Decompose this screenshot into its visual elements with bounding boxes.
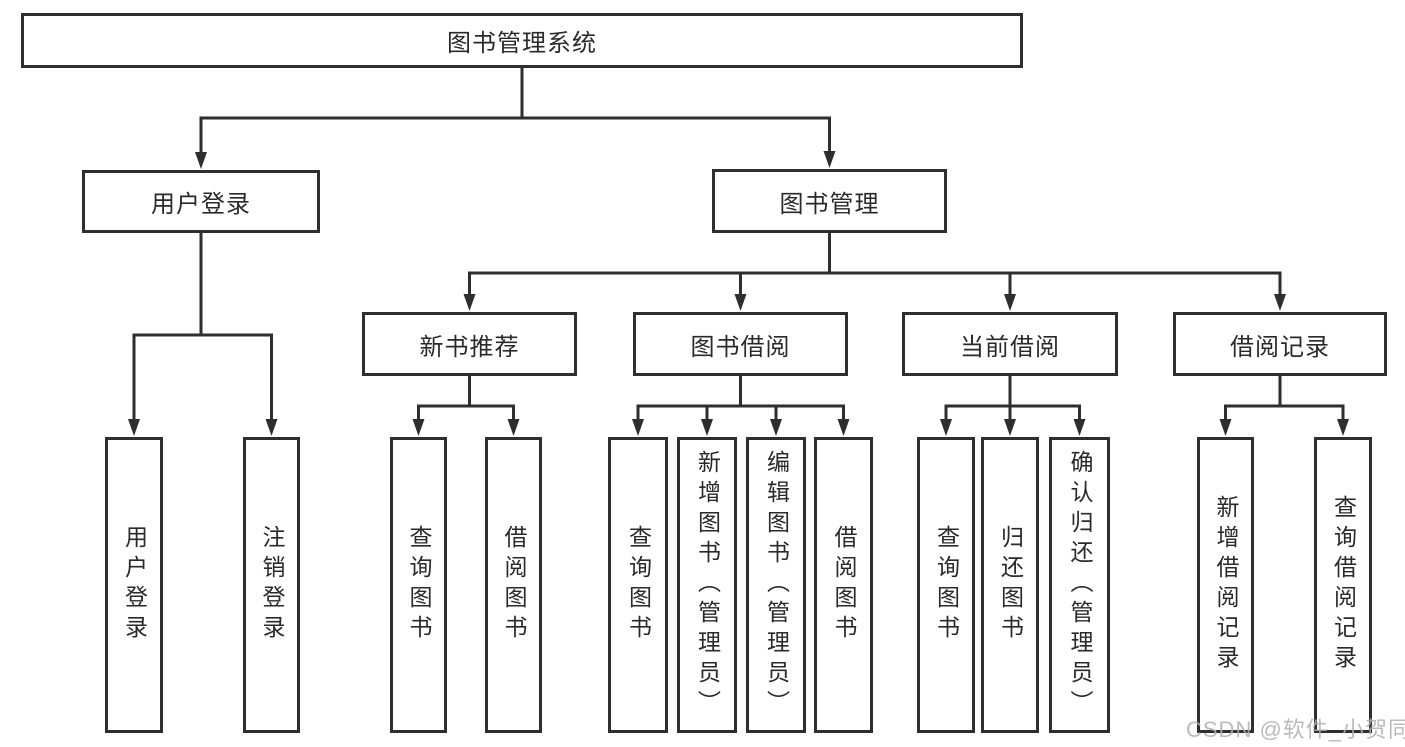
node-login-action: 用户登录 xyxy=(105,437,163,733)
node-bb-add-book: 新增图书（管理员） xyxy=(677,437,737,733)
node-rec-query-record: 查询借阅记录 xyxy=(1314,437,1372,733)
node-cb-confirm: 确认归还（管理员） xyxy=(1049,437,1110,733)
node-label-cb-return-book: 归还图书 xyxy=(997,525,1024,645)
node-current-borrow: 当前借阅 xyxy=(902,312,1118,376)
node-root: 图书管理系统 xyxy=(21,13,1023,68)
node-label-rec-add-record: 新增借阅记录 xyxy=(1213,495,1239,675)
node-cb-query-book: 查询图书 xyxy=(917,437,975,733)
node-rec-add-record: 新增借阅记录 xyxy=(1197,437,1254,733)
node-user-login: 用户登录 xyxy=(82,170,320,233)
node-label-bb-query-book: 查询图书 xyxy=(625,525,652,645)
node-label-bb-edit-book: 编辑图书（管理员） xyxy=(763,450,790,720)
node-borrow-records: 借阅记录 xyxy=(1173,312,1387,376)
node-logout-action: 注销登录 xyxy=(243,437,300,733)
node-label-logout-action: 注销登录 xyxy=(259,525,285,645)
node-label-rec-borrow-book: 借阅图书 xyxy=(501,525,527,645)
node-book-borrow: 图书借阅 xyxy=(633,312,848,376)
csdn-watermark: CSDN @软件_小贺同学 xyxy=(1186,717,1405,742)
node-label-new-book-rec: 新书推荐 xyxy=(419,333,520,361)
node-label-user-login: 用户登录 xyxy=(151,191,251,218)
node-rec-query-book: 查询图书 xyxy=(390,437,447,733)
node-label-book-borrow: 图书借阅 xyxy=(690,333,791,361)
node-label-cb-query-book: 查询图书 xyxy=(933,525,960,645)
node-bb-borrow-book: 借阅图书 xyxy=(814,437,873,733)
node-label-root: 图书管理系统 xyxy=(447,30,597,57)
node-book-mgmt: 图书管理 xyxy=(712,169,947,233)
node-label-login-action: 用户登录 xyxy=(121,525,148,645)
node-rec-borrow-book: 借阅图书 xyxy=(485,437,542,733)
node-bb-edit-book: 编辑图书（管理员） xyxy=(746,437,806,733)
node-cb-return-book: 归还图书 xyxy=(981,437,1039,733)
node-label-rec-query-book: 查询图书 xyxy=(406,525,432,645)
node-label-current-borrow: 当前借阅 xyxy=(960,333,1060,361)
node-label-borrow-records: 借阅记录 xyxy=(1230,333,1330,361)
node-new-book-rec: 新书推荐 xyxy=(362,312,577,376)
node-label-book-mgmt: 图书管理 xyxy=(779,190,880,218)
node-label-cb-confirm: 确认归还（管理员） xyxy=(1067,450,1093,720)
node-label-rec-query-record: 查询借阅记录 xyxy=(1330,495,1357,675)
node-label-bb-add-book: 新增图书（管理员） xyxy=(694,450,721,720)
node-label-bb-borrow-book: 借阅图书 xyxy=(831,525,857,645)
node-bb-query-book: 查询图书 xyxy=(608,437,668,733)
